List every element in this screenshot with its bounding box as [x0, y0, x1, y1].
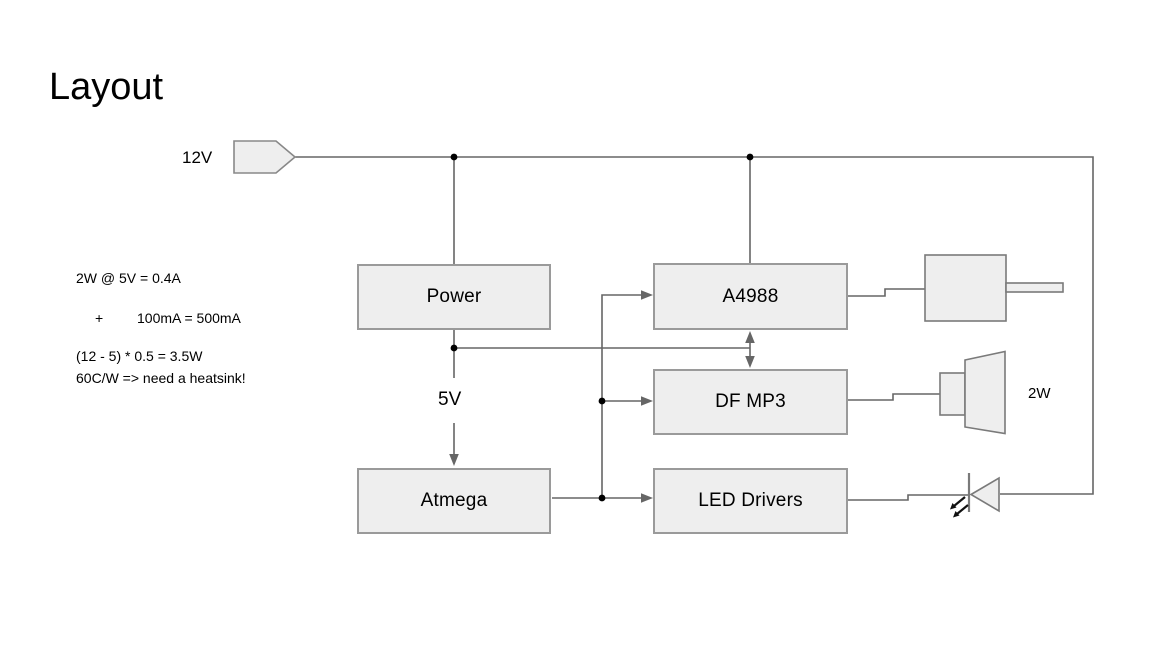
arrowhead-bidir-up [745, 331, 755, 343]
node-df-mp3: DF MP3 [653, 369, 848, 435]
wire-a4988-to-motor [848, 288, 925, 297]
speaker-symbol [939, 350, 1006, 435]
page-title: Layout [49, 66, 164, 108]
junction-dot [598, 397, 606, 405]
node-led-drivers-label: LED Drivers [698, 490, 803, 511]
node-atmega-label: Atmega [420, 490, 488, 511]
motor-shaft [1005, 282, 1064, 293]
arrowhead-into-led-drivers [641, 493, 653, 503]
annotation-power-calc: 2W @ 5V = 0.4A [76, 270, 181, 286]
led-symbol [950, 473, 1000, 518]
wire-12v-rail [295, 156, 1094, 495]
junction-dot [598, 494, 606, 502]
label-speaker-power: 2W [1028, 385, 1051, 402]
node-power: Power [357, 264, 551, 330]
junction-dot [746, 153, 754, 161]
node-a4988-label: A4988 [722, 285, 779, 307]
12v-supply-tag [233, 140, 297, 174]
led-triangle [969, 476, 1000, 513]
node-power-label: Power [426, 286, 482, 307]
node-atmega: Atmega [357, 468, 551, 534]
arrowhead-into-dfmp3 [641, 396, 653, 406]
arrowheads [449, 290, 755, 503]
led-emission-arrows [950, 496, 969, 518]
junction-dot [450, 344, 458, 352]
annotation-heatsink-note: 60C/W => need a heatsink! [76, 370, 246, 386]
arrowhead-bidir-down [745, 356, 755, 368]
speaker-driver [939, 372, 966, 416]
node-a4988: A4988 [653, 263, 848, 330]
wire-led-drivers-to-led [848, 494, 968, 501]
node-df-mp3-label: DF MP3 [715, 391, 786, 412]
label-5v-rail: 5V [438, 389, 462, 410]
arrowhead-5v-into-atmega [449, 454, 459, 466]
annotation-dissipation-calc: (12 - 5) * 0.5 = 3.5W [76, 348, 203, 364]
wire-dfmp3-to-speaker [848, 393, 940, 401]
motor-body [924, 254, 1007, 322]
annotation-plus-sign: + [95, 310, 104, 326]
wire-5v-bus [601, 294, 642, 498]
annotation-current-sum: 100mA = 500mA [137, 310, 241, 326]
speaker-cone [964, 350, 1006, 435]
node-led-drivers: LED Drivers [653, 468, 848, 534]
arrowhead-into-a4988 [641, 290, 653, 300]
junction-dot [450, 153, 458, 161]
stepper-motor-symbol [924, 254, 1064, 322]
label-12v-rail: 12V [182, 148, 213, 167]
junction-dots [450, 153, 754, 502]
